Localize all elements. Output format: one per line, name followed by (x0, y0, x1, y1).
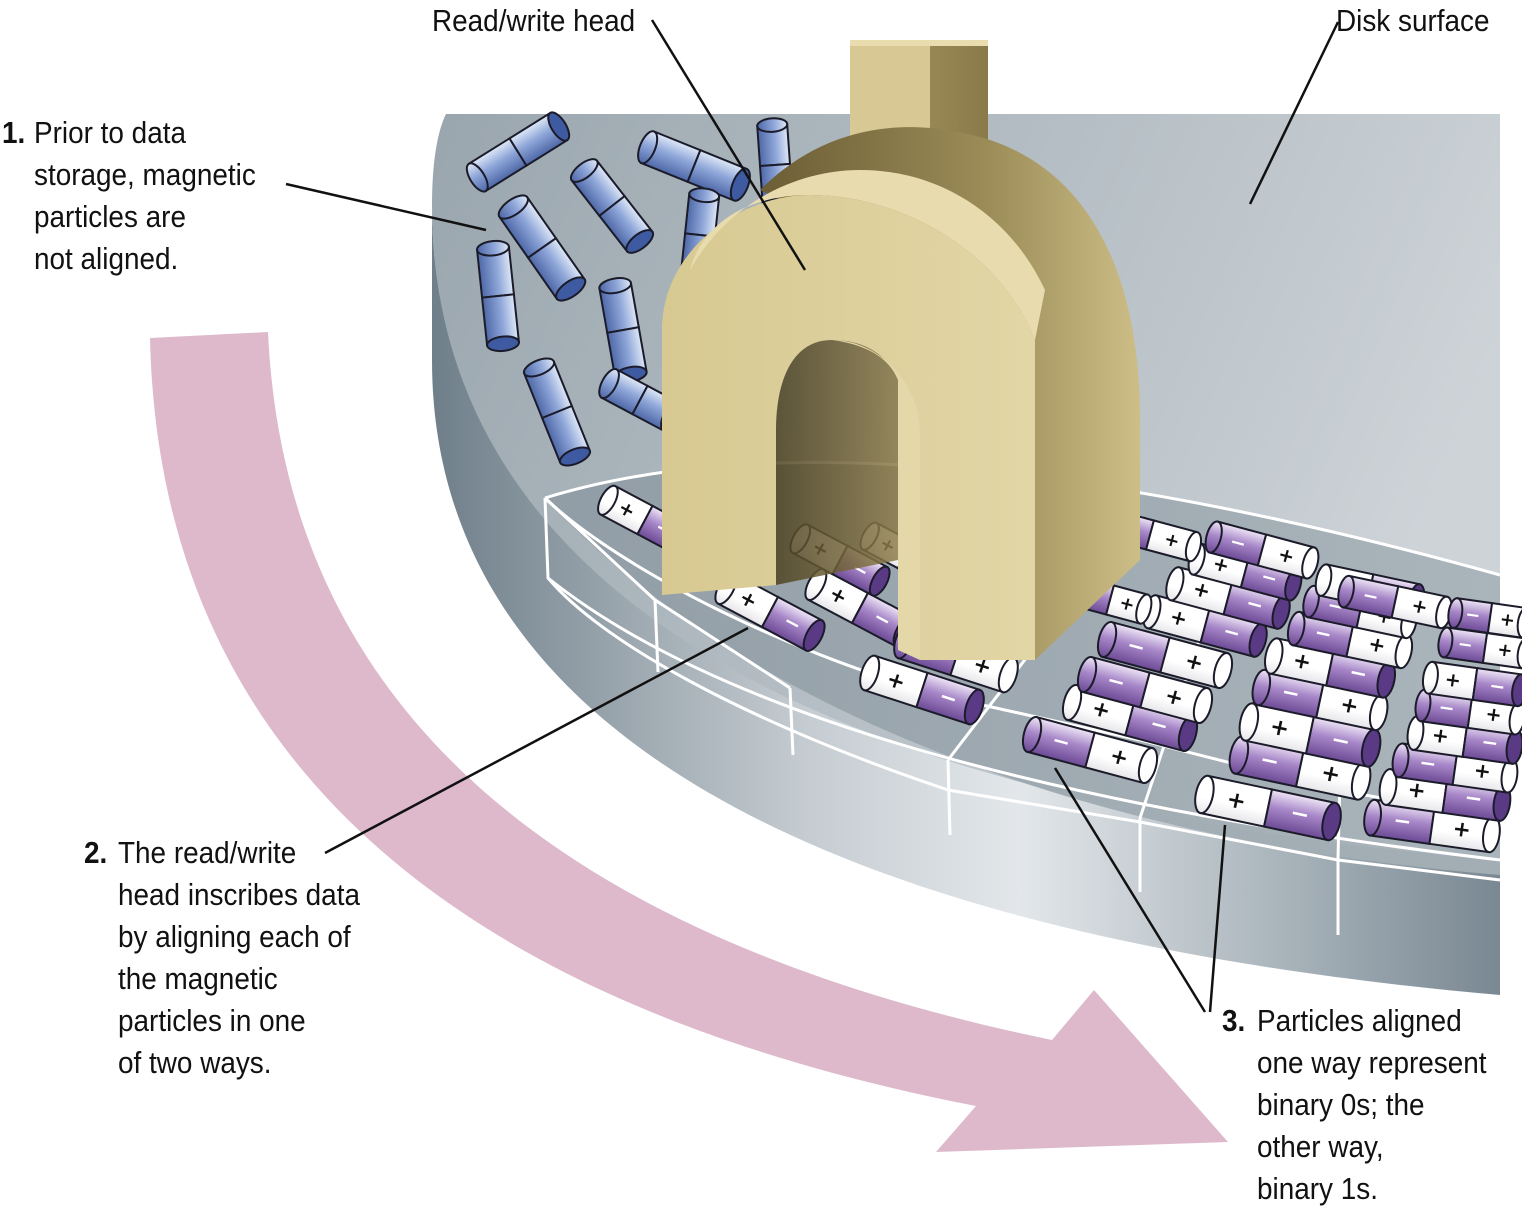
step-1-line: storage, magnetic (34, 157, 256, 192)
svg-text:+: + (1290, 648, 1313, 676)
svg-text:−: − (1437, 695, 1456, 720)
step-2-line: of two ways. (118, 1045, 272, 1080)
svg-text:−: − (1464, 604, 1482, 627)
svg-text:+: + (1443, 667, 1462, 692)
svg-text:−: − (1480, 729, 1500, 755)
step-2-line: head inscribes data (118, 877, 360, 912)
aligned-particle: −+ (1286, 610, 1414, 670)
svg-text:+: + (1182, 648, 1206, 677)
svg-text:+: + (1117, 592, 1137, 616)
svg-text:+: + (1498, 609, 1516, 632)
unaligned-particle (475, 239, 521, 353)
leader-lines (285, 19, 1340, 1013)
svg-text:−: − (1347, 660, 1370, 688)
step-1-line: not aligned. (34, 241, 179, 276)
aligned-particle: +− (1238, 702, 1382, 768)
platter-rim (432, 205, 1500, 995)
step-2-number: 2. (84, 835, 108, 870)
step-3-line: other way, (1257, 1129, 1384, 1164)
step-2-line: The read/write (118, 835, 297, 870)
step-3-line: binary 1s. (1257, 1171, 1378, 1206)
svg-text:+: + (1167, 604, 1190, 632)
svg-text:+: + (1162, 683, 1186, 712)
svg-text:−: − (1392, 808, 1413, 835)
svg-text:−: − (1279, 679, 1302, 707)
aligned-particle: −+ (1021, 715, 1159, 785)
unaligned-particle (522, 357, 592, 467)
aligned-particle: +− (1406, 715, 1522, 765)
step-3-line: Particles aligned (1257, 1003, 1462, 1038)
step-2-text: The read/write head inscribes data by al… (118, 832, 360, 1084)
aligned-particle: −+ (1076, 655, 1214, 725)
svg-text:+: + (1472, 758, 1492, 784)
svg-text:+: + (1451, 816, 1472, 843)
aligned-particle: −+ (1414, 688, 1522, 736)
step-2-line: by aligning each of (118, 919, 351, 954)
svg-text:−: − (1312, 620, 1334, 647)
svg-text:−: − (1360, 583, 1381, 609)
svg-text:+: + (1276, 542, 1297, 568)
step-3-number: 3. (1222, 1003, 1246, 1038)
svg-text:+: + (1406, 777, 1427, 804)
step-1-line: particles are (34, 199, 186, 234)
svg-text:−: − (1049, 728, 1073, 757)
svg-text:−: − (1227, 529, 1248, 555)
svg-text:−: − (1124, 633, 1148, 662)
aligned-particle: −+ (1447, 597, 1522, 639)
unaligned-particles (465, 111, 794, 467)
step-3-line: one way represent (1257, 1045, 1487, 1080)
svg-text:+: + (1430, 722, 1450, 748)
svg-text:−: − (1243, 590, 1266, 618)
svg-text:+: + (1366, 631, 1388, 658)
read-write-head (662, 40, 1140, 661)
aligned-particle: −+ (1437, 626, 1522, 670)
svg-text:+: + (1409, 593, 1430, 619)
rotation-arrow (150, 332, 1228, 1152)
svg-text:+: + (1162, 528, 1182, 552)
svg-text:−: − (1104, 668, 1128, 697)
svg-text:+: + (1190, 576, 1213, 604)
step-2-line: particles in one (118, 1003, 306, 1038)
unaligned-particle (569, 158, 655, 254)
step-3-text: Particles aligned one way represent bina… (1257, 1000, 1487, 1210)
aligned-particle: +− (714, 572, 826, 652)
svg-text:−: − (1418, 750, 1438, 776)
aligned-particle: −+ (1096, 620, 1234, 690)
step-3-line: binary 0s; the (1257, 1087, 1425, 1122)
step-2-line: the magnetic (118, 961, 278, 996)
aligned-particle: −+ (1337, 574, 1453, 630)
svg-text:+: + (1089, 696, 1113, 725)
read-write-head-label: Read/write head (432, 3, 636, 38)
step-1-number: 1. (2, 115, 26, 150)
svg-text:+: + (1484, 702, 1503, 727)
svg-text:−: − (1488, 674, 1507, 699)
step-1-line: Prior to data (34, 115, 186, 150)
svg-text:+: + (1107, 743, 1131, 772)
disk-surface-label: Disk surface (1336, 3, 1490, 38)
unaligned-particle (465, 111, 571, 193)
aligned-particle: +− (1421, 660, 1522, 708)
svg-text:−: − (1456, 634, 1474, 657)
svg-text:−: − (1147, 711, 1171, 740)
svg-text:+: + (1496, 639, 1514, 662)
unaligned-particle (497, 194, 587, 302)
step-1-text: Prior to data storage, magnetic particle… (34, 112, 256, 280)
unaligned-particle (637, 130, 751, 202)
svg-text:−: − (1220, 618, 1243, 646)
aligned-particle: +− (1194, 774, 1342, 842)
aligned-particle: −+ (1363, 798, 1501, 854)
svg-text:+: + (1338, 692, 1361, 720)
aligned-particle: −+ (1204, 520, 1320, 580)
svg-text:−: − (1463, 785, 1484, 812)
aligned-particle: +− (859, 654, 985, 726)
